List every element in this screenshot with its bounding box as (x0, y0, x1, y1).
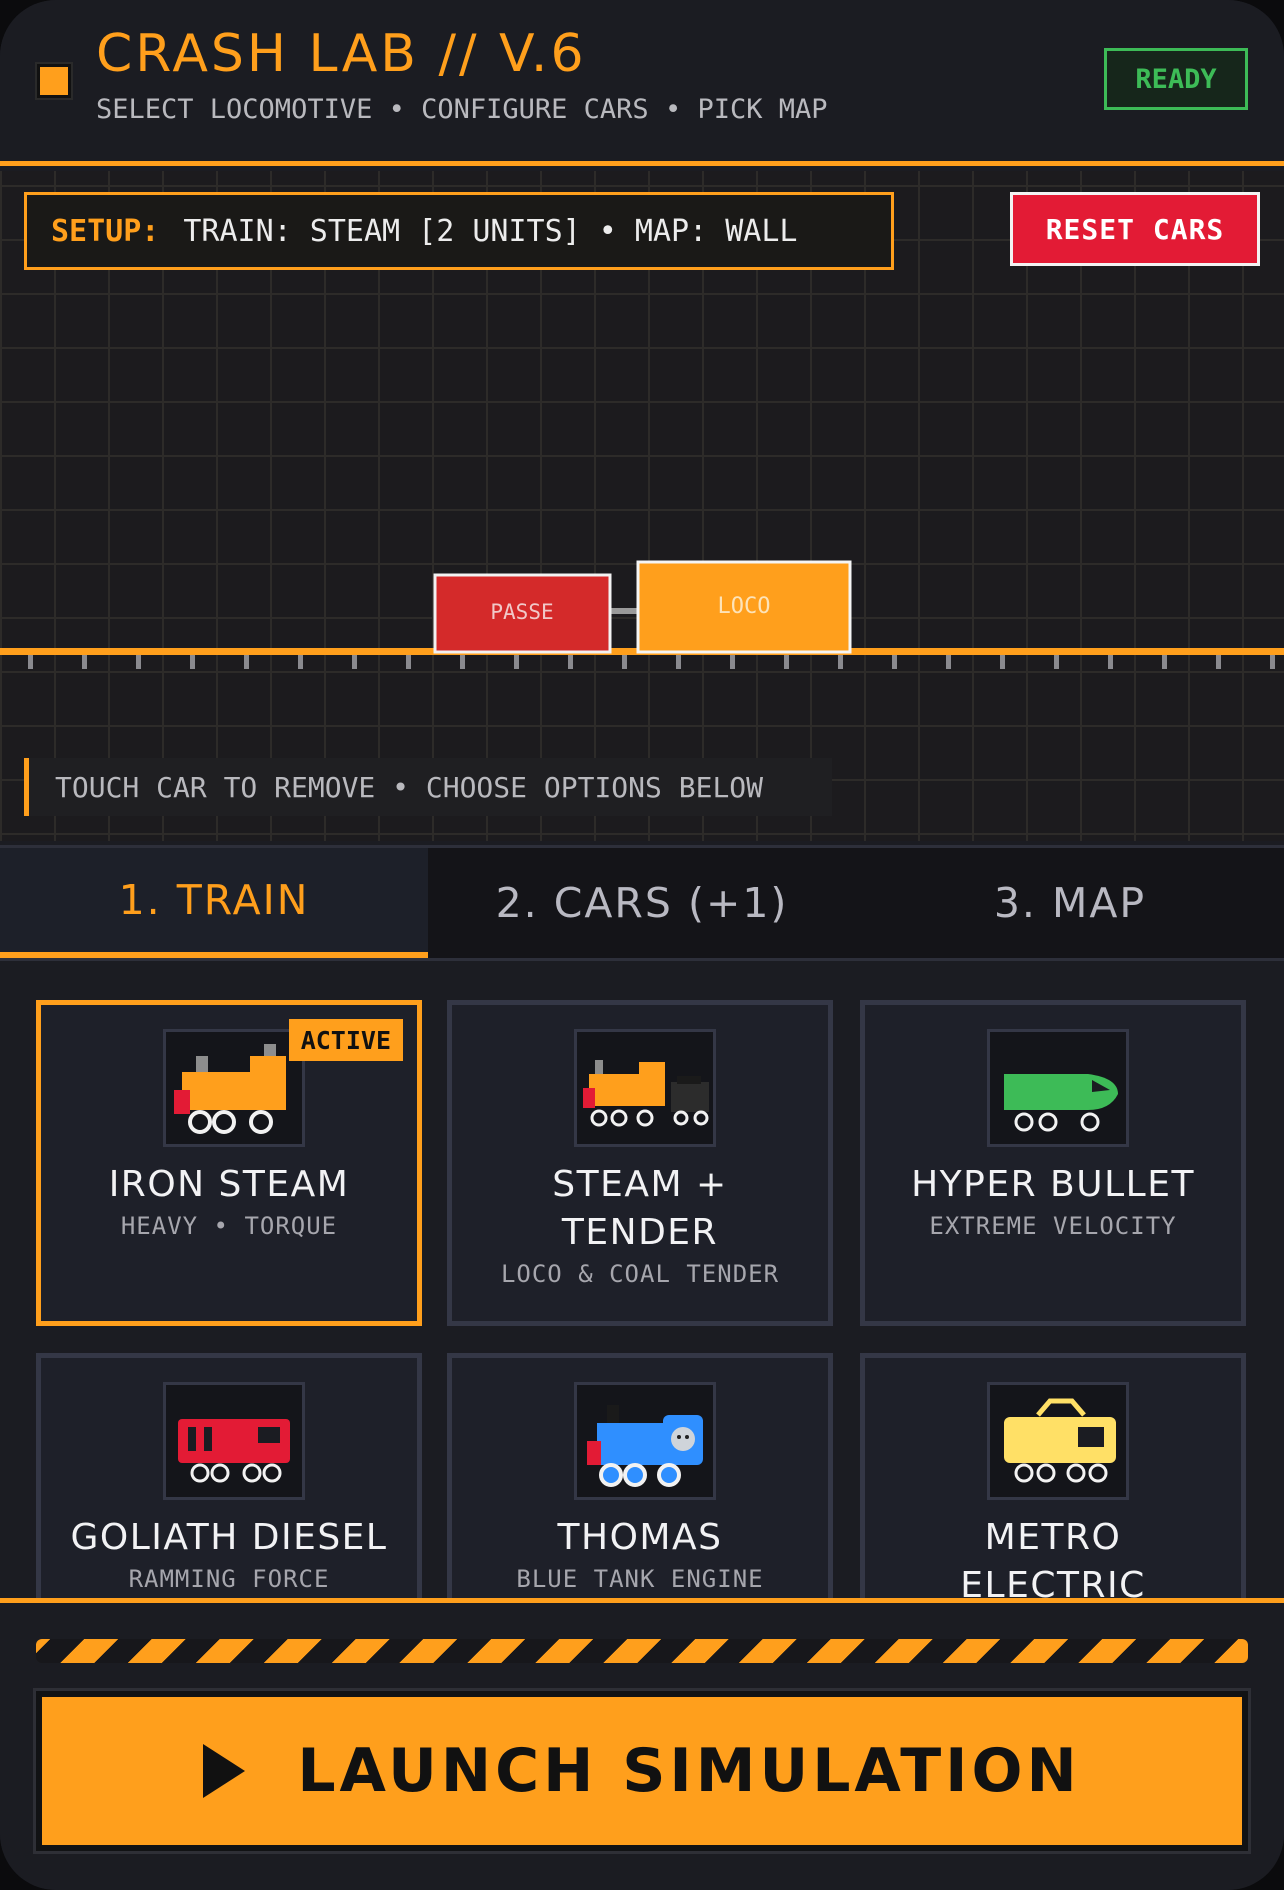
train-desc: BLUE TANK ENGINE (516, 1565, 764, 1593)
rail-sleeper (190, 655, 195, 669)
hazard-stripe (36, 1639, 1248, 1663)
tank-engine-icon (574, 1382, 716, 1500)
rail-sleeper (946, 655, 951, 669)
train-desc: HEAVY • TORQUE (120, 1212, 338, 1240)
rail-sleeper (82, 655, 87, 669)
train-card-metro-electric[interactable]: METRO ELECTRIC (860, 1353, 1246, 1598)
train-card-thomas[interactable]: THOMAS BLUE TANK ENGINE (447, 1353, 833, 1598)
active-badge: ACTIVE (288, 1019, 403, 1061)
steam-locomotive-icon (163, 1029, 305, 1147)
train-name: GOLIATH DIESEL RAMMING FORCE (49, 1514, 409, 1596)
train-name: IRON STEAM HEAVY • TORQUE (49, 1161, 409, 1243)
rail-sleeper (622, 655, 627, 669)
rail-sleeper (406, 655, 411, 669)
app-header: CRASH LAB // V.6 SELECT LOCOMOTIVE • CON… (0, 0, 1284, 166)
play-icon (203, 1744, 246, 1798)
rail-sleeper (1162, 655, 1167, 669)
rail-sleeper (136, 655, 141, 669)
rail-sleeper (784, 655, 789, 669)
app-subtitle: SELECT LOCOMOTIVE • CONFIGURE CARS • PIC… (96, 94, 828, 125)
train-name-text: IRON STEAM (108, 1164, 350, 1205)
train-name-text: GOLIATH DIESEL (70, 1517, 388, 1558)
train-name: METRO ELECTRIC (873, 1514, 1233, 1598)
setup-summary: SETUP: TRAIN: STEAM [2 UNITS] • MAP: WAL… (24, 192, 894, 270)
train-options-grid: ACTIVE IRON STEAM HEAVY • TORQUE (0, 964, 1284, 1598)
setup-value: TRAIN: STEAM [2 UNITS] • MAP: WALL (183, 213, 798, 249)
car-coupler (610, 608, 640, 614)
steam-tender-icon (574, 1029, 716, 1147)
footer-bar: LAUNCH SIMULATION (0, 1598, 1284, 1890)
tab-cars[interactable]: 2. CARS (+1) (495, 879, 789, 927)
logo-square-icon (35, 62, 73, 100)
track-scene: PASSE LOCO (0, 560, 1284, 669)
setup-label: SETUP: (51, 213, 160, 249)
train-desc: EXTREME VELOCITY (929, 1212, 1177, 1240)
app-title: CRASH LAB // V.6 (96, 24, 587, 84)
rail-sleeper (838, 655, 843, 669)
train-desc: RAMMING FORCE (128, 1565, 330, 1593)
rail-sleeper (28, 655, 33, 669)
rail-sleeper (1054, 655, 1059, 669)
simulation-preview: PASSE LOCO SETUP: TRAIN: STEAM [2 UNITS]… (0, 171, 1284, 841)
train-name: HYPER BULLET EXTREME VELOCITY (873, 1161, 1233, 1243)
rail-sleeper (1216, 655, 1221, 669)
launch-simulation-button[interactable]: LAUNCH SIMULATION (33, 1688, 1251, 1854)
rail-sleepers (28, 655, 1275, 669)
tab-train[interactable]: 1. TRAIN (0, 848, 428, 958)
electric-train-icon (987, 1382, 1129, 1500)
launch-label: LAUNCH SIMULATION (297, 1736, 1081, 1806)
reset-cars-button[interactable]: RESET CARS (1010, 192, 1260, 266)
rail-sleeper (352, 655, 357, 669)
bullet-train-icon (987, 1029, 1129, 1147)
rail-sleeper (1270, 655, 1275, 669)
rail-sleeper (1000, 655, 1005, 669)
train-name-text: STEAM + TENDER (552, 1164, 728, 1253)
rail-sleeper (892, 655, 897, 669)
car-label-passe: PASSE (490, 600, 553, 624)
status-badge: READY (1104, 48, 1248, 110)
instruction-hint: TOUCH CAR TO REMOVE • CHOOSE OPTIONS BEL… (24, 758, 832, 816)
train-name-text: HYPER BULLET (911, 1164, 1195, 1205)
rail-sleeper (298, 655, 303, 669)
config-tabs: 1. TRAIN 2. CARS (+1) 3. MAP (0, 845, 1284, 961)
rail-sleeper (676, 655, 681, 669)
diesel-locomotive-icon (163, 1382, 305, 1500)
rail-sleeper (460, 655, 465, 669)
rail-sleeper (730, 655, 735, 669)
train-name: THOMAS BLUE TANK ENGINE (460, 1514, 820, 1596)
train-desc: LOCO & COAL TENDER (500, 1260, 780, 1288)
rail-sleeper (514, 655, 519, 669)
train-car-locomotive[interactable]: LOCO (636, 560, 852, 654)
train-name-text: THOMAS (557, 1517, 723, 1558)
train-card-steam-tender[interactable]: STEAM + TENDER LOCO & COAL TENDER (447, 1000, 833, 1326)
train-name: STEAM + TENDER LOCO & COAL TENDER (460, 1161, 820, 1291)
rail-sleeper (244, 655, 249, 669)
tab-map[interactable]: 3. MAP (993, 879, 1147, 927)
car-label-loco: LOCO (718, 594, 771, 619)
train-name-text: METRO ELECTRIC (960, 1517, 1146, 1598)
train-card-goliath-diesel[interactable]: GOLIATH DIESEL RAMMING FORCE (36, 1353, 422, 1598)
train-car-passenger[interactable]: PASSE (433, 573, 612, 654)
train-card-iron-steam[interactable]: ACTIVE IRON STEAM HEAVY • TORQUE (36, 1000, 422, 1326)
rail-sleeper (568, 655, 573, 669)
rail-sleeper (1108, 655, 1113, 669)
train-card-hyper-bullet[interactable]: HYPER BULLET EXTREME VELOCITY (860, 1000, 1246, 1326)
